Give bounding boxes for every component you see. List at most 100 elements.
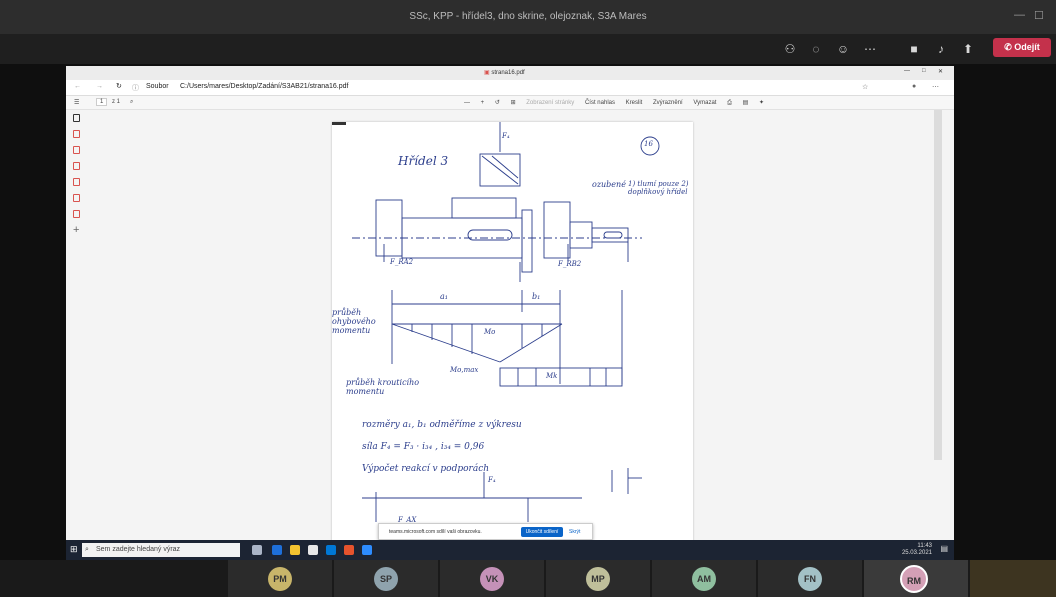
- sketch-line-1: rozměry a₁, b₁ odměříme z výkresu: [362, 420, 522, 430]
- app-icon[interactable]: [362, 545, 372, 555]
- sketch-fax-label: F_AX: [398, 516, 417, 524]
- sketch-rax: F_RA2: [390, 258, 414, 266]
- settings-more-icon[interactable]: ⋯: [932, 84, 939, 91]
- avatar: FN: [798, 567, 822, 591]
- chrome-icon[interactable]: [344, 545, 354, 555]
- highlight-button[interactable]: Zvýraznění: [653, 100, 683, 106]
- clock-time: 11:43: [917, 543, 932, 549]
- zoom-in-icon[interactable]: +: [480, 100, 485, 106]
- pdf-tab[interactable]: ▣ strana16.pdf: [484, 69, 525, 76]
- participant-tile[interactable]: SP: [334, 560, 438, 597]
- sketch-line-3: Výpočet reakcí v podporách: [362, 464, 490, 474]
- sidebar-add-icon[interactable]: +: [73, 224, 80, 236]
- avatar: AM: [692, 567, 716, 591]
- save-icon[interactable]: ▤: [742, 100, 749, 106]
- store-icon[interactable]: [308, 545, 318, 555]
- participant-tile[interactable]: AM: [652, 560, 756, 597]
- gear-block: [479, 153, 521, 187]
- sketch-momax-label: Mo,max: [450, 366, 479, 374]
- sidebar-pdf-icon[interactable]: [73, 178, 80, 186]
- leave-label: Odejít: [1014, 42, 1040, 52]
- minimize-icon[interactable]: —: [1014, 9, 1025, 21]
- tab-title: strana16.pdf: [491, 70, 525, 76]
- sketch-gear-label: ozubené: [592, 180, 626, 189]
- window-titlebar: SSc, KPP - hřídel3, dno skrine, olejozna…: [0, 0, 1056, 34]
- browser-maximize-icon[interactable]: □: [922, 68, 926, 74]
- more-icon[interactable]: ⋯: [864, 42, 876, 56]
- sketch-note: 1) tlumí pouze 2) doplňkový hřídel: [628, 180, 689, 196]
- mail-icon[interactable]: [326, 545, 336, 555]
- camera-icon[interactable]: ■: [910, 42, 918, 56]
- sidebar-pdf-icon[interactable]: [73, 210, 80, 218]
- sharing-notification: teams.microsoft.com sdílí vaši obrazovku…: [378, 523, 593, 540]
- browser-close-icon[interactable]: ✕: [938, 69, 944, 75]
- sidebar-pdf-icon[interactable]: [73, 146, 80, 154]
- sketch-mo-label: Mo: [484, 328, 496, 336]
- participant-tile[interactable]: FN: [758, 560, 862, 597]
- print-icon[interactable]: ⎙: [727, 100, 732, 106]
- page-number-circle: [640, 136, 660, 156]
- fit-icon[interactable]: ⊞: [510, 100, 516, 106]
- sidebar-pdf-icon[interactable]: [73, 130, 80, 138]
- address-bar[interactable]: ← → ↻ ⓘ Soubor C:/Users/mares/Desktop/Za…: [66, 80, 954, 96]
- sidebar-pdf-icon[interactable]: [73, 162, 80, 170]
- sidebar-pdf-icon[interactable]: [73, 194, 80, 202]
- forward-icon[interactable]: →: [96, 83, 103, 90]
- participants-icon[interactable]: ⚇: [784, 42, 796, 56]
- participant-tile-video[interactable]: [970, 560, 1056, 597]
- windows-taskbar: ⊞ ⌕ Sem zadejte hledaný výraz 11:43 25.0…: [66, 540, 954, 560]
- bearing-right: [543, 201, 571, 259]
- avatar: PM: [268, 567, 292, 591]
- rotate-icon[interactable]: ↺: [494, 100, 500, 106]
- hide-button[interactable]: Skrýt: [569, 529, 581, 535]
- back-icon[interactable]: ←: [74, 83, 81, 90]
- sketch-force-top: F₄: [502, 132, 510, 140]
- page-view-button[interactable]: Zobrazení stránky: [526, 100, 575, 106]
- page-number-input[interactable]: 1: [96, 98, 108, 106]
- share-icon[interactable]: ⬆: [962, 42, 974, 56]
- system-tray[interactable]: 11:43 25.03.2021: [902, 543, 932, 557]
- reactions-icon[interactable]: ☺: [836, 42, 850, 56]
- windows-start-icon[interactable]: ⊞: [70, 544, 78, 554]
- draw-button[interactable]: Kreslit: [625, 100, 643, 106]
- page-scrollbar[interactable]: [934, 110, 942, 460]
- task-view-icon[interactable]: [252, 545, 262, 555]
- zoom-out-icon[interactable]: —: [464, 100, 470, 106]
- edge-icon[interactable]: [272, 545, 282, 555]
- contents-icon[interactable]: ☰: [74, 100, 80, 106]
- participant-tile[interactable]: VK: [440, 560, 544, 597]
- leave-button[interactable]: ✆ Odejít: [993, 38, 1051, 57]
- stop-sharing-button[interactable]: Ukončit sdílení: [521, 527, 563, 537]
- participant-tile[interactable]: PM: [228, 560, 332, 597]
- find-icon[interactable]: ⌕: [130, 99, 134, 105]
- participant-tile[interactable]: MP: [546, 560, 650, 597]
- clock-date: 25.03.2021: [901, 550, 932, 556]
- pdf-toolbar-items: — + ↺ ⊞ Zobrazení stránky Číst nahlas Kr…: [464, 99, 773, 107]
- torque-diagram: [499, 367, 623, 387]
- favorite-icon[interactable]: ☆: [862, 84, 869, 91]
- window-title: SSc, KPP - hřídel3, dno skrine, olejozna…: [409, 11, 647, 22]
- address-url: C:/Users/mares/Desktop/Zadání/S3AB21/str…: [180, 83, 349, 90]
- chat-icon[interactable]: ◌: [812, 42, 820, 56]
- meeting-toolbar: ⚇ ◌ ☺ ⋯ ■ ♪ ⬆: [0, 34, 1056, 64]
- mic-icon[interactable]: ♪: [938, 42, 944, 56]
- address-prefix: Soubor: [146, 83, 169, 90]
- erase-button[interactable]: Vymazat: [693, 100, 717, 106]
- profile-icon[interactable]: ●: [912, 83, 917, 90]
- explorer-icon[interactable]: [290, 545, 300, 555]
- browser-minimize-icon[interactable]: —: [904, 68, 910, 74]
- sidebar-doc-icon[interactable]: [73, 114, 80, 122]
- search-icon: ⌕: [85, 546, 89, 553]
- maximize-icon[interactable]: ☐: [1034, 10, 1044, 22]
- sketch-title: Hřídel 3: [398, 154, 449, 168]
- read-aloud-button[interactable]: Číst nahlas: [584, 100, 615, 106]
- sketch-f4-bottom: F₄: [488, 476, 496, 484]
- pdf-icon: ▣: [484, 70, 490, 76]
- notifications-icon[interactable]: ▤: [940, 544, 948, 553]
- pin-icon[interactable]: ✦: [758, 100, 765, 106]
- shaft-sketch: [332, 122, 660, 522]
- browser-tab-strip: ▣ strana16.pdf — □ ✕: [66, 66, 954, 80]
- participant-tile[interactable]: RM: [864, 560, 968, 597]
- refresh-icon[interactable]: ↻: [116, 83, 122, 90]
- taskbar-search[interactable]: ⌕ Sem zadejte hledaný výraz: [82, 543, 240, 557]
